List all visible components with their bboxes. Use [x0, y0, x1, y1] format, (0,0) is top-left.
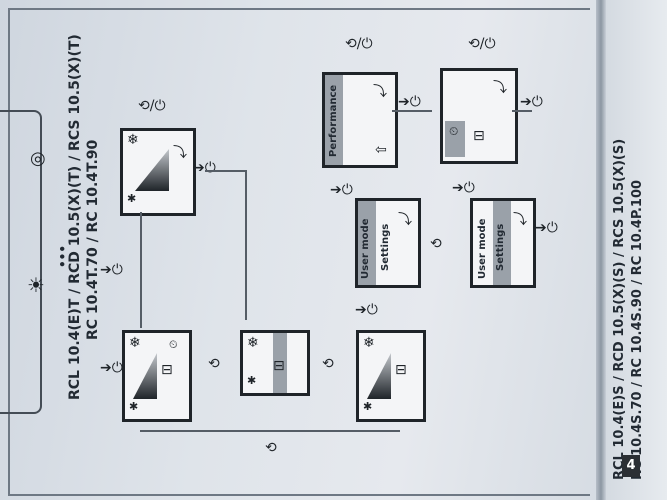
page-border [8, 8, 590, 496]
left-sun-icon: ☀ [27, 273, 45, 297]
arrow-return-icon: ⤵ [173, 145, 187, 161]
intensity-wedge [367, 353, 391, 399]
performance-label: Performance [328, 84, 339, 157]
display-main-2: ❄ ⊟ ✱ [240, 330, 310, 396]
highlight [325, 75, 343, 165]
flow-line [140, 212, 142, 328]
highlight [445, 121, 465, 157]
page-number-badge: 4 [622, 455, 640, 477]
right-heading-line2: RC 10.4S.70 / RC 10.4S.90 / RC 10.4P.100 [630, 179, 645, 480]
display-user-settings-1: User mode Settings ⤵ [355, 198, 421, 288]
timer-icon: ⏲ [169, 338, 178, 351]
display-performance: Performance ⤵ ⇦ [322, 72, 398, 168]
user-mode-label: User mode [477, 218, 488, 280]
page-number: 4 [626, 458, 636, 473]
display-settings-detail: ⏲ ⊟ ⤵ [440, 68, 518, 164]
intensity-wedge [135, 149, 169, 191]
snowflake-icon: ✱ [127, 192, 137, 205]
highlight [273, 333, 287, 393]
left-dial-icon: ◎ [30, 148, 46, 169]
flow-line [512, 110, 532, 112]
display-main-3: ❄ ⊟ ✱ [356, 330, 426, 422]
highlight [493, 201, 511, 285]
sun-icon: ✱ [129, 400, 139, 413]
press-button[interactable]: ➔⏻ [355, 302, 378, 318]
sun-icon: ✱ [363, 400, 373, 413]
flow-line [392, 110, 432, 112]
press-button[interactable]: ➔⏻ [535, 220, 558, 236]
battery-icon: ⊟ [273, 358, 285, 374]
settings-label: Settings [380, 223, 391, 271]
snowflake-icon: ❄ [129, 335, 141, 351]
settings-label: Settings [495, 223, 506, 271]
press-button[interactable]: ➔⏻ [193, 160, 216, 176]
arrow-return-icon: ⤵ [493, 80, 507, 96]
rotate-button[interactable]: ⟲/⏻ [468, 36, 496, 52]
left-illustration [0, 110, 42, 414]
arrow-return-icon: ⤵ [398, 212, 412, 228]
snowflake-icon: ❄ [363, 335, 375, 351]
snowflake-icon: ❄ [127, 132, 139, 148]
left-heading-line1: RCL 10.4(E)T / RCD 10.5(X)(T) / RCS 10.5… [67, 34, 83, 400]
snowflake-icon: ❄ [247, 335, 259, 351]
back-arrow-icon: ⇦ [375, 142, 387, 158]
rotate-button[interactable]: ⟲ [208, 356, 220, 372]
battery-icon: ⊟ [473, 128, 485, 144]
battery-icon: ⊟ [161, 362, 173, 378]
page-fold [596, 0, 606, 500]
display-intensity: ❄ ✱ ⤵ [120, 128, 196, 216]
display-main-1: ❄ ⊟ ⏲ ✱ [122, 330, 192, 422]
rotate-button[interactable]: ⟲ [322, 356, 334, 372]
press-button[interactable]: ➔⏻ [330, 182, 353, 198]
arrow-return-icon: ⤵ [373, 84, 387, 100]
flow-line [245, 170, 247, 320]
intensity-wedge [133, 353, 157, 399]
right-heading-line1: RCL 10.4(E)S / RCD 10.5(X)(S) / RCS 10.5… [612, 138, 627, 480]
rotate-button[interactable]: ⟲ [430, 236, 442, 252]
left-heading-line2: RC 10.4T.70 / RC 10.4T.90 [85, 139, 101, 340]
highlight [358, 201, 376, 285]
user-mode-label: User mode [360, 218, 371, 280]
manual-page: ◎ ☀ ••• RCL 10.4(E)T / RCD 10.5(X)(T) / … [0, 0, 600, 500]
flow-line [140, 430, 400, 432]
arrow-return-icon: ⤵ [513, 212, 527, 228]
rotate-button[interactable]: ⟲/⏻ [345, 36, 373, 52]
sun-icon: ✱ [247, 374, 257, 387]
flow-line [205, 170, 245, 172]
press-button[interactable]: ➔⏻ [398, 94, 421, 110]
rotate-button[interactable]: ⟲ [265, 440, 277, 456]
press-button[interactable]: ➔⏻ [100, 262, 123, 278]
timer-icon: ⏲ [449, 124, 459, 138]
battery-icon: ⊟ [395, 362, 407, 378]
display-user-settings-2: User mode Settings ⤵ [470, 198, 536, 288]
next-page: RCL 10.4(E)S / RCD 10.5(X)(S) / RCS 10.5… [606, 0, 667, 500]
press-button[interactable]: ➔⏻ [100, 360, 123, 376]
press-button[interactable]: ➔⏻ [452, 180, 475, 196]
rotate-button[interactable]: ⟲/⏻ [138, 98, 166, 114]
press-button[interactable]: ➔⏻ [520, 94, 543, 110]
